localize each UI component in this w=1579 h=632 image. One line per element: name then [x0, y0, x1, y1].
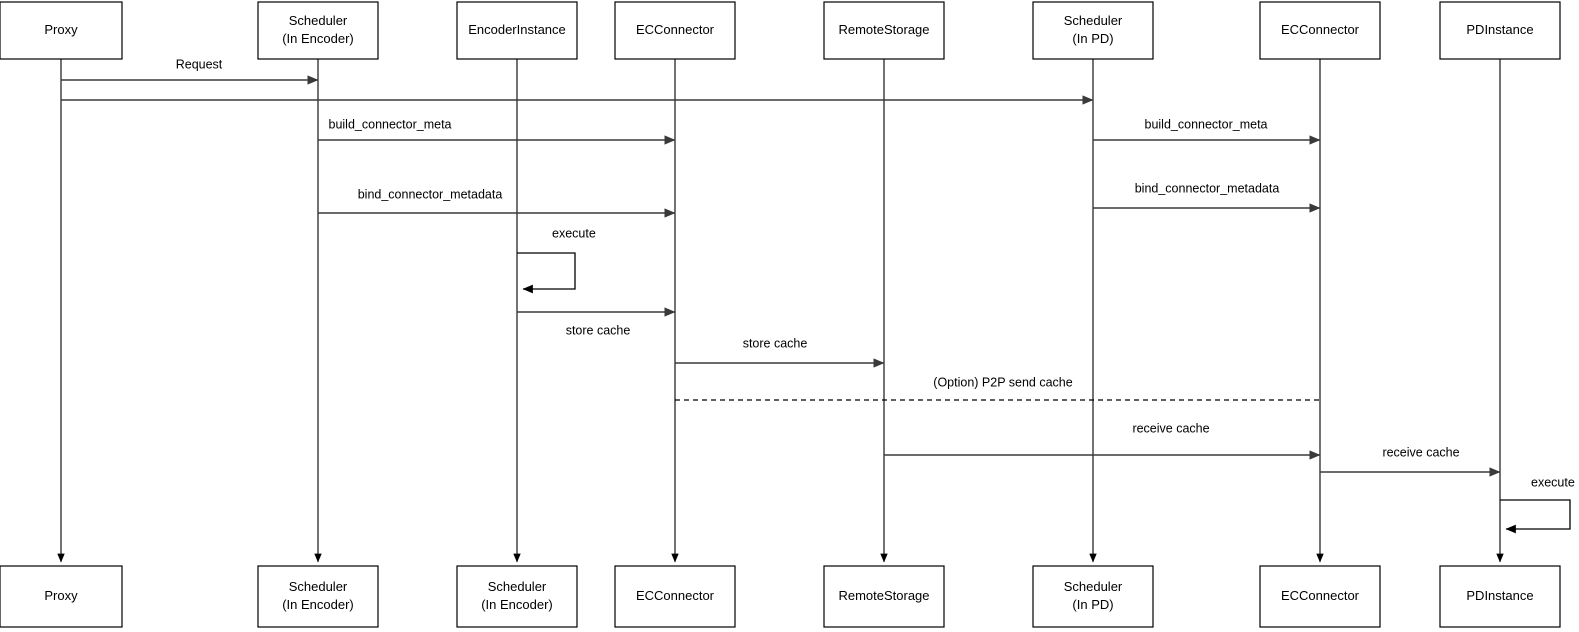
participant-box[interactable]	[1439, 565, 1561, 628]
lifelines-layer	[57, 59, 1504, 563]
participant-box[interactable]	[257, 565, 379, 628]
self-message-loop	[1500, 499, 1571, 534]
top-participant-pdinstance[interactable]: PDInstance	[1439, 1, 1561, 60]
messages-layer: Request build_connector_meta build_connect…	[61, 57, 1501, 477]
self-messages-layer: execute execute	[517, 226, 1575, 534]
participant-box[interactable]	[257, 1, 379, 60]
message-receive-cache-inst: receive cache	[1320, 445, 1501, 477]
message-bind-meta-enc: bind_connector_metadata	[318, 187, 676, 218]
participant-label: EncoderInstance	[468, 22, 566, 37]
participant-box[interactable]	[0, 1, 123, 60]
participant-box[interactable]	[1032, 565, 1154, 628]
message-build-meta-pd: build_connector_meta	[1093, 117, 1321, 145]
participant-label: ECConnector	[636, 22, 715, 37]
participant-label: ECConnector	[1281, 588, 1360, 603]
top-participant-ecconn-enc[interactable]: ECConnector	[614, 1, 736, 60]
participant-label: RemoteStorage	[838, 22, 929, 37]
self-message-execute-pdinstance: execute	[1500, 475, 1575, 534]
bottom-participant-pdinstance[interactable]: PDInstance	[1439, 565, 1561, 628]
message-label: build_connector_meta	[1145, 117, 1268, 131]
message-receive-cache-pd: receive cache	[884, 421, 1321, 460]
bottom-participant-encoder-inst[interactable]: Scheduler (In Encoder)	[456, 565, 578, 628]
self-message-loop	[517, 252, 576, 294]
message-bind-meta-pd: bind_connector_metadata	[1093, 181, 1321, 213]
bottom-participant-sched-enc[interactable]: Scheduler (In Encoder)	[257, 565, 379, 628]
message-p2p-send-cache: (Option) P2P send cache	[675, 375, 1320, 401]
top-participant-sched-pd[interactable]: Scheduler (In PD)	[1032, 1, 1154, 60]
participant-label-line2: (In PD)	[1072, 31, 1113, 46]
participant-label: ECConnector	[636, 588, 715, 603]
participant-label-line2: (In PD)	[1072, 597, 1113, 612]
participant-label-line1: Scheduler	[1064, 579, 1123, 594]
participant-label: Proxy	[44, 22, 78, 37]
bottom-participant-proxy[interactable]: Proxy	[0, 565, 123, 628]
participant-box[interactable]	[1032, 1, 1154, 60]
participant-box[interactable]	[456, 565, 578, 628]
participant-label-line1: Scheduler	[488, 579, 547, 594]
bottom-participant-ecconn-enc[interactable]: ECConnector	[614, 565, 736, 628]
participant-box[interactable]	[456, 1, 578, 60]
participant-box[interactable]	[1259, 1, 1381, 60]
message-label: build_connector_meta	[329, 117, 452, 131]
message-request: Request	[61, 57, 319, 85]
message-label: store cache	[566, 323, 631, 337]
top-participant-sched-enc[interactable]: Scheduler (In Encoder)	[257, 1, 379, 60]
message-label: receive cache	[1382, 445, 1459, 459]
bottom-participant-sched-pd[interactable]: Scheduler (In PD)	[1032, 565, 1154, 628]
participant-label-line1: Scheduler	[289, 579, 348, 594]
message-label: bind_connector_metadata	[1135, 181, 1280, 195]
participant-label-line1: Scheduler	[1064, 13, 1123, 28]
participant-box[interactable]	[1259, 565, 1381, 628]
participant-label: ECConnector	[1281, 22, 1360, 37]
participant-label: PDInstance	[1466, 22, 1533, 37]
bottom-boxes-layer: Proxy Scheduler (In Encoder) Scheduler (In E…	[0, 565, 1561, 628]
message-label: Request	[176, 57, 223, 71]
top-participant-encoder-inst[interactable]: EncoderInstance	[456, 1, 578, 60]
message-store-cache-remote: store cache	[675, 336, 885, 368]
bottom-participant-remotestorage[interactable]: RemoteStorage	[823, 565, 945, 628]
top-participant-ecconn-pd[interactable]: ECConnector	[1259, 1, 1381, 60]
participant-label: Proxy	[44, 588, 78, 603]
participant-box[interactable]	[823, 1, 945, 60]
top-participant-remotestorage[interactable]: RemoteStorage	[823, 1, 945, 60]
participant-label: PDInstance	[1466, 588, 1533, 603]
bottom-participant-ecconn-pd[interactable]: ECConnector	[1259, 565, 1381, 628]
self-message-label: execute	[1531, 475, 1575, 489]
participant-box[interactable]	[1439, 1, 1561, 60]
participant-label-line2: (In Encoder)	[282, 31, 354, 46]
self-message-label: execute	[552, 226, 596, 240]
participant-label-line2: (In Encoder)	[282, 597, 354, 612]
participant-box[interactable]	[614, 1, 736, 60]
top-participant-proxy[interactable]: Proxy	[0, 1, 123, 60]
self-message-execute-encoder: execute	[517, 226, 596, 294]
message-label: bind_connector_metadata	[358, 187, 503, 201]
participant-box[interactable]	[0, 565, 123, 628]
participant-label: RemoteStorage	[838, 588, 929, 603]
message-label: (Option) P2P send cache	[933, 375, 1072, 389]
participant-box[interactable]	[823, 565, 945, 628]
participant-label-line1: Scheduler	[289, 13, 348, 28]
top-boxes-layer: Proxy Scheduler (In Encoder) EncoderInstanc…	[0, 1, 1561, 60]
participant-box[interactable]	[614, 565, 736, 628]
message-store-cache-enc: store cache	[517, 307, 676, 337]
message-label: store cache	[743, 336, 808, 350]
message-build-meta-enc: build_connector_meta	[318, 117, 676, 145]
message-label: receive cache	[1132, 421, 1209, 435]
participant-label-line2: (In Encoder)	[481, 597, 553, 612]
